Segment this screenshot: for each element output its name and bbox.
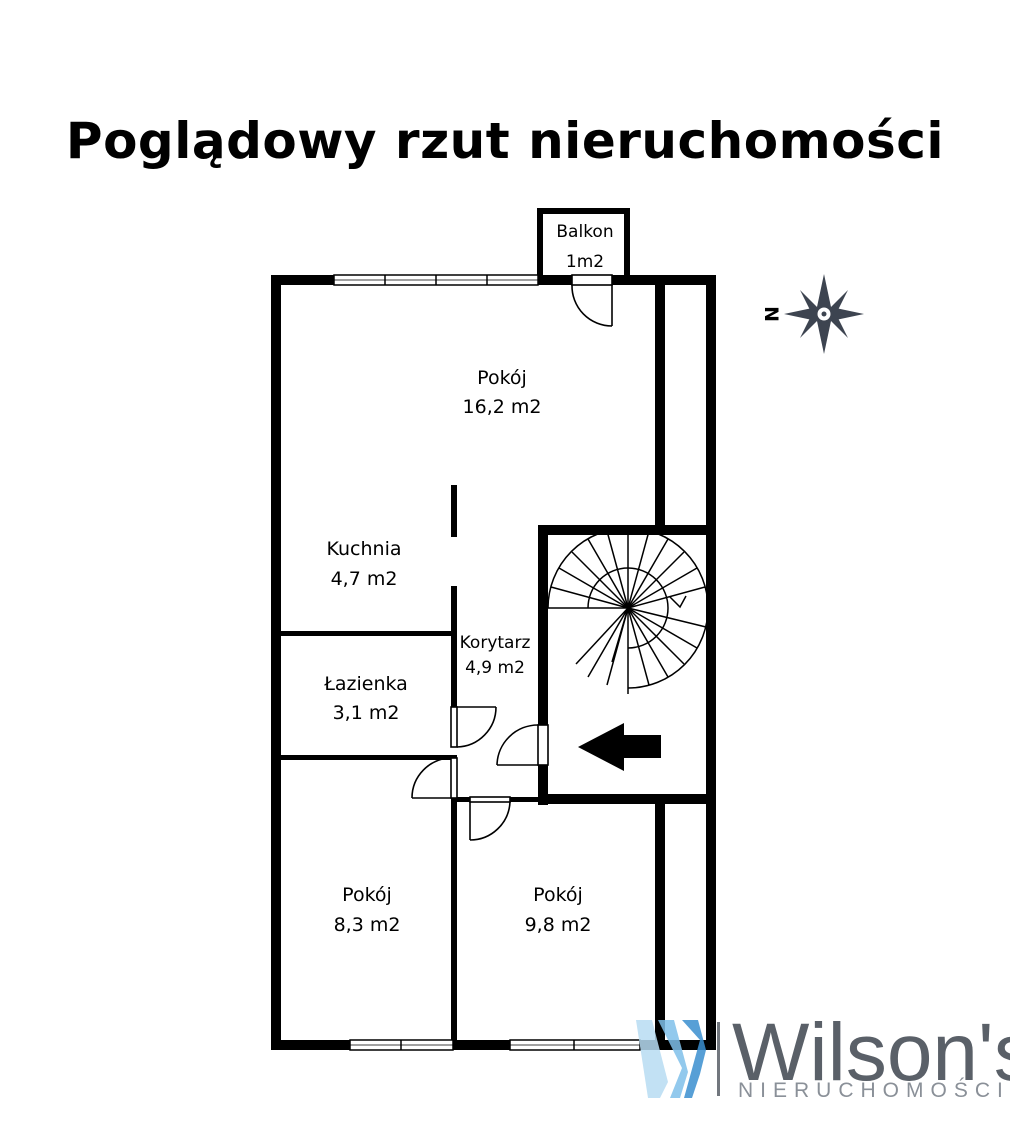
room-name-pokoj-right: Pokój — [533, 884, 583, 906]
room-name-balkon: Balkon — [556, 222, 613, 242]
spiral-stairs — [547, 527, 709, 694]
room-name-kuchnia: Kuchnia — [326, 538, 401, 560]
room-area-korytarz: 4,9 m2 — [465, 658, 525, 678]
room-area-pokoj-right: 9,8 m2 — [525, 914, 592, 936]
brand-name: Wilson's — [732, 1007, 1010, 1098]
balcony — [537, 208, 630, 280]
compass-north-label: N — [762, 306, 784, 322]
page-title: Poglądowy rzut nieruchomości — [65, 112, 945, 170]
brand-logo — [636, 1020, 720, 1098]
windows — [333, 274, 641, 1051]
room-name-lazienka: Łazienka — [323, 673, 408, 695]
room-area-balkon: 1m2 — [566, 252, 604, 272]
compass-icon — [784, 274, 864, 354]
room-name-pokoj-left: Pokój — [342, 884, 392, 906]
doors — [411, 274, 613, 841]
interior-walls — [276, 280, 714, 1045]
room-name-korytarz: Korytarz — [460, 633, 531, 653]
room-area-pokoj-left: 8,3 m2 — [334, 914, 401, 936]
entrance-arrow-icon — [578, 723, 661, 771]
room-name-pokoj-main: Pokój — [477, 367, 527, 389]
room-area-pokoj-main: 16,2 m2 — [463, 396, 542, 418]
room-area-kuchnia: 4,7 m2 — [331, 568, 398, 590]
brand-tagline: NIERUCHOMOŚCI — [738, 1078, 1010, 1102]
room-area-lazienka: 3,1 m2 — [333, 702, 400, 724]
